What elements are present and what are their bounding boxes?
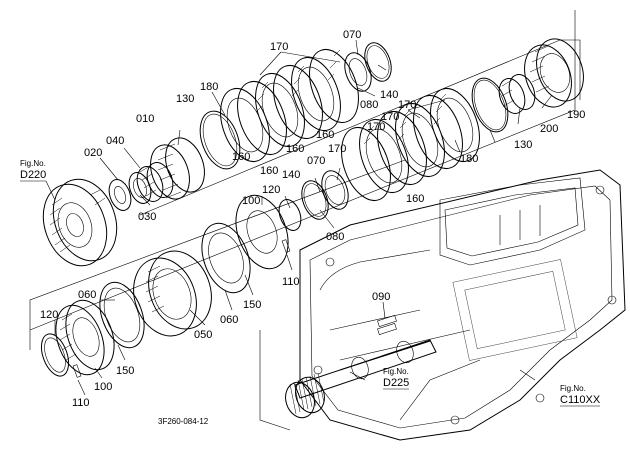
fig-ref-d220-code: D220 (20, 169, 46, 181)
fig-ref-c110-title: Fig.No. (560, 384, 586, 393)
label-020: 020 (84, 147, 102, 159)
bearing-200 (498, 74, 536, 114)
label-130-top: 130 (176, 93, 194, 105)
snap-ring-130-right (471, 77, 509, 133)
clutch-pack-upper (220, 49, 359, 162)
label-160-b: 160 (286, 143, 304, 155)
gear-190 (524, 38, 584, 108)
leader-lines (54, 39, 553, 396)
label-100-left: 100 (94, 381, 112, 393)
fig-ref-c110-code: C110XX (560, 394, 601, 406)
label-080-mid: 080 (326, 231, 344, 243)
label-180-top: 180 (200, 81, 218, 93)
label-160-a: 160 (316, 129, 334, 141)
label-160-d: 160 (232, 151, 250, 163)
ring-060-lower (99, 281, 145, 349)
label-200: 200 (540, 123, 558, 135)
drum-050 (133, 250, 212, 337)
label-150-a: 150 (243, 299, 261, 311)
label-100-mid: 100 (242, 195, 260, 207)
part-labels: 170 070 140 180 130 080 160 160 160 160 … (40, 29, 585, 409)
fig-ref-d220-title: Fig.No. (20, 159, 46, 168)
label-070-mid: 070 (307, 155, 325, 167)
label-160-mid: 160 (406, 193, 424, 205)
label-140-mid: 140 (282, 169, 300, 181)
rings-mid-070-080-140 (301, 170, 349, 220)
label-190: 190 (567, 109, 585, 121)
piston-100-lower (55, 299, 115, 376)
snap-ring-130-top (199, 110, 241, 170)
needle-bearing-040 (136, 162, 174, 202)
label-090: 090 (372, 291, 390, 303)
label-170-r2: 170 (381, 111, 399, 123)
label-170-r3: 170 (367, 121, 385, 133)
drawing-id: 3F260-084-12 (158, 417, 209, 426)
figure-references: Fig.No. D220 Fig.No. D225 Fig.No. C110XX (20, 159, 601, 407)
rings-upper-070-080-140 (344, 42, 392, 92)
label-070-top: 070 (343, 29, 361, 41)
label-170-r1: 170 (398, 99, 416, 111)
snap-ring-120-lower (40, 333, 70, 377)
label-080-top: 080 (360, 99, 378, 111)
label-130-right: 130 (514, 139, 532, 151)
label-170-mid: 170 (328, 143, 346, 155)
gear-010 (150, 137, 205, 200)
label-110-left: 110 (72, 397, 90, 409)
label-030: 030 (138, 211, 156, 223)
label-040: 040 (106, 135, 124, 147)
label-120-mid: 120 (262, 184, 280, 196)
label-140-top: 140 (380, 89, 398, 101)
label-060-b: 060 (78, 289, 96, 301)
pin-110-mid (281, 239, 291, 253)
transmission-housing (299, 169, 626, 441)
pin-110-lower (72, 364, 82, 378)
label-180-right: 180 (460, 153, 478, 165)
piston-100-120-mid (201, 194, 302, 294)
hub-d220 (42, 178, 118, 267)
label-170-top: 170 (270, 41, 288, 53)
label-010: 010 (136, 113, 154, 125)
label-120-left: 120 (40, 309, 58, 321)
clutch-pack-lower (341, 88, 480, 201)
label-060-a: 060 (220, 314, 238, 326)
label-160-c: 160 (260, 165, 278, 177)
fig-ref-d225-title: Fig.No. (383, 367, 409, 376)
label-110-mid: 110 (282, 276, 300, 288)
thrust-washer-020 (108, 179, 132, 211)
label-050: 050 (194, 329, 212, 341)
label-150-b: 150 (116, 365, 134, 377)
shaft-d225 (285, 314, 437, 419)
fig-ref-d225-code: D225 (383, 377, 409, 389)
